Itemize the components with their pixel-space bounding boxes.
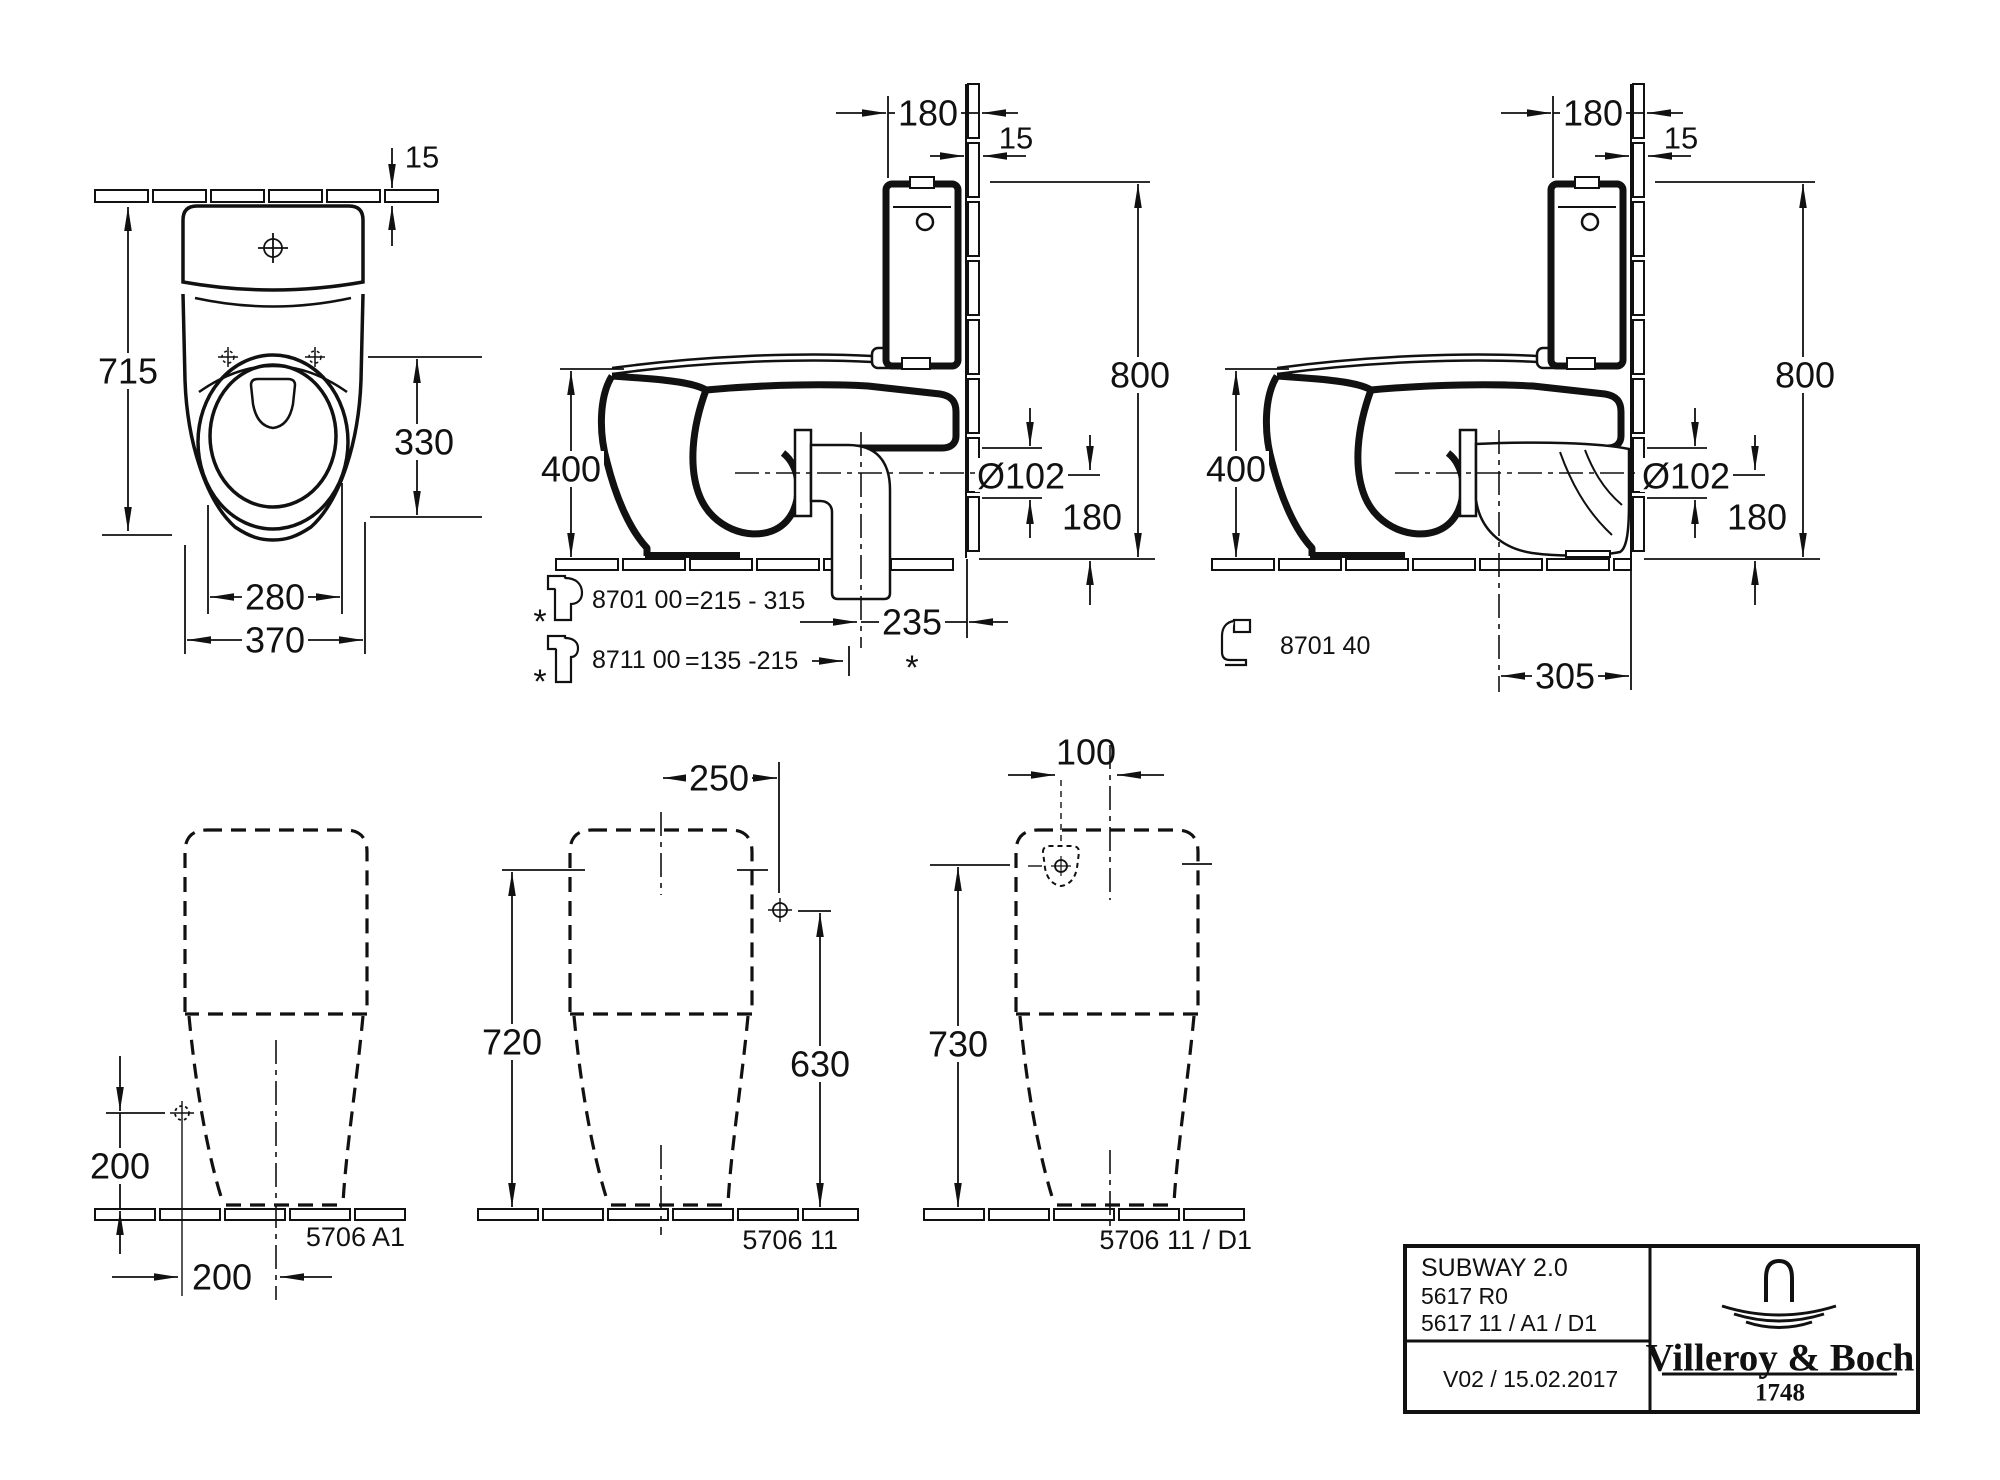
fixing-screw-marker bbox=[170, 1101, 194, 1296]
lid-fixing-crosshair bbox=[258, 233, 288, 263]
vertical-outlet-connector-icon bbox=[546, 574, 584, 622]
wall-tiles bbox=[94, 189, 439, 203]
cistern-lid-notch bbox=[1574, 176, 1600, 189]
accessory-code: 8701 40 bbox=[1280, 632, 1370, 660]
dim-label-280: 280 bbox=[245, 577, 305, 618]
dim-label-400: 400 bbox=[541, 449, 601, 490]
model-code: 5706 11 / D1 bbox=[1099, 1225, 1252, 1255]
version-date: V02 / 15.02.2017 bbox=[1443, 1366, 1618, 1392]
accessory2-range: =135 -215 bbox=[685, 647, 798, 675]
cistern-lid-notch bbox=[909, 176, 935, 189]
seat-ring-outer bbox=[196, 353, 350, 531]
dim-screw-offset bbox=[1008, 771, 1164, 846]
dim-label-outlet-height: 180 bbox=[1727, 497, 1787, 538]
dim-label-305: 305 bbox=[1535, 656, 1595, 697]
dim-outlet-diameter bbox=[1647, 408, 1765, 538]
brand-logo-icon bbox=[1721, 1258, 1837, 1329]
dim-label-200h: 200 bbox=[192, 1257, 252, 1298]
floor-tiles bbox=[1211, 558, 1632, 571]
model-number: 5617 R0 bbox=[1421, 1283, 1508, 1309]
bowl-deck-profile bbox=[705, 381, 960, 452]
fixing-screw-marker bbox=[768, 898, 792, 922]
dim-label-tile-15: 15 bbox=[999, 121, 1033, 156]
side-view-horizontal-outlet: 180 15 800 400 Ø102 180 bbox=[1203, 83, 1838, 697]
dim-label-720: 720 bbox=[482, 1022, 542, 1063]
bowl-outer-profile bbox=[1262, 374, 1316, 556]
dim-label-200v: 200 bbox=[90, 1146, 150, 1187]
title-block: SUBWAY 2.0 5617 R0 5617 11 / A1 / D1 V02… bbox=[1403, 1244, 1920, 1414]
accessory2-code: 8711 00 bbox=[592, 646, 681, 674]
side-view-vertical-outlet: 180 15 800 400 Ø102 bbox=[533, 83, 1173, 701]
dim-label-370: 370 bbox=[245, 620, 305, 661]
model-code: 5706 11 bbox=[742, 1225, 838, 1255]
flush-button bbox=[1580, 212, 1600, 232]
rear-view-a1: 200 200 5706 A1 bbox=[87, 828, 406, 1300]
cistern-profile bbox=[1547, 180, 1627, 370]
cistern-profile bbox=[882, 180, 962, 370]
dim-outlet-diameter bbox=[982, 408, 1100, 538]
cistern-base-notch bbox=[901, 357, 931, 370]
dashed-outline bbox=[183, 828, 369, 1207]
bowl-deck-profile bbox=[1370, 381, 1625, 452]
dashed-outline bbox=[1014, 828, 1200, 1207]
seat-profile bbox=[1276, 353, 1538, 376]
dim-label-outlet-dia: Ø102 bbox=[977, 456, 1065, 497]
bowl-cavity-profile bbox=[611, 372, 802, 538]
bowl-outer-profile bbox=[597, 374, 651, 556]
variant-numbers: 5617 11 / A1 / D1 bbox=[1421, 1310, 1597, 1336]
outlet-elbow-pipe bbox=[809, 443, 892, 601]
title-block-frame bbox=[1403, 1244, 1920, 1414]
dim-label-cistern-depth: 180 bbox=[1563, 93, 1623, 134]
fixing-screw-marker bbox=[1028, 845, 1081, 888]
horizontal-outlet-connector bbox=[1474, 441, 1631, 558]
model-code: 5706 A1 bbox=[306, 1222, 405, 1252]
floor-tiles bbox=[923, 1208, 1245, 1221]
seat-hinge-crosshair-left bbox=[218, 347, 238, 367]
dim-label-630: 630 bbox=[790, 1044, 850, 1085]
floor-tiles bbox=[555, 558, 954, 571]
bowl-cavity-profile bbox=[1276, 372, 1467, 538]
flush-button bbox=[915, 212, 935, 232]
product-name: SUBWAY 2.0 bbox=[1421, 1254, 1568, 1282]
seat-front-arc bbox=[198, 364, 348, 394]
dim-label-100: 100 bbox=[1056, 732, 1116, 773]
dim-label-cistern-depth: 180 bbox=[898, 93, 958, 134]
straight-outlet-connector-icon bbox=[546, 634, 580, 684]
footnote-star-235: * bbox=[905, 649, 918, 687]
dim-label-800: 800 bbox=[1775, 355, 1835, 396]
dim-label-715: 715 bbox=[98, 351, 158, 392]
flush-inlet-shape bbox=[249, 377, 297, 430]
seat-hinge-crosshair-right bbox=[305, 347, 325, 367]
brand-name: Villeroy & Boch bbox=[1646, 1337, 1915, 1380]
horizontal-outlet-connector-icon bbox=[1220, 618, 1252, 667]
floor-tiles bbox=[94, 1208, 406, 1221]
dim-label-330: 330 bbox=[394, 422, 454, 463]
dim-label-400: 400 bbox=[1206, 449, 1266, 490]
accessory1-range: =215 - 315 bbox=[685, 587, 805, 615]
dim-label-235: 235 bbox=[882, 602, 942, 643]
cistern-seam bbox=[194, 296, 352, 308]
seat-profile bbox=[611, 353, 873, 376]
dim-label-tile-15: 15 bbox=[1664, 121, 1698, 156]
dim-label-outlet-height: 180 bbox=[1062, 497, 1122, 538]
accessory1-star: * bbox=[533, 603, 546, 641]
rear-view-11: 250 720 630 5706 11 bbox=[477, 758, 859, 1255]
accessory2-star: * bbox=[533, 663, 546, 701]
dim-label-outlet-dia: Ø102 bbox=[1642, 456, 1730, 497]
floor-tiles bbox=[477, 1208, 859, 1221]
plan-view: 15 715 330 280 370 bbox=[94, 140, 482, 661]
rear-view-d1: 100 730 5706 11 / D1 bbox=[923, 732, 1252, 1255]
accessory2-pointer bbox=[812, 646, 850, 676]
dim-label-800: 800 bbox=[1110, 355, 1170, 396]
dim-label-730: 730 bbox=[928, 1024, 988, 1065]
cistern-base-notch bbox=[1566, 357, 1596, 370]
brand-year: 1748 bbox=[1755, 1380, 1805, 1407]
dim-label-plan-15: 15 bbox=[405, 140, 439, 175]
cistern-plan bbox=[181, 204, 365, 292]
accessory1-code: 8701 00 bbox=[592, 586, 682, 614]
dim-label-250: 250 bbox=[689, 758, 749, 799]
